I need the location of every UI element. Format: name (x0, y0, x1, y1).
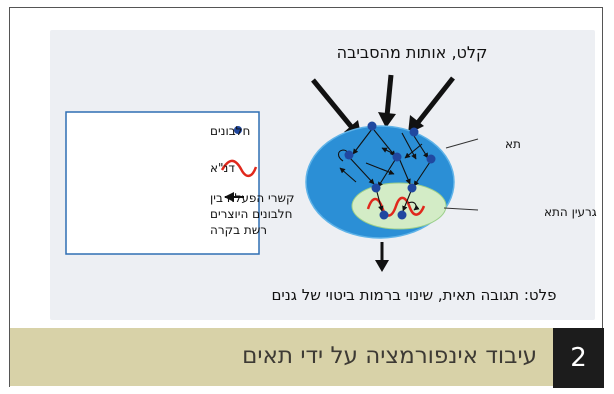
cell-signaling-diagram: קלט, אותות מהסביבה חלבונים דנ"א קשרי הפע… (50, 30, 597, 320)
figure-frame: קלט, אותות מהסביבה חלבונים דנ"א קשרי הפע… (9, 7, 604, 388)
caption-bar: עיבוד אינפורמציה על ידי תאים (10, 328, 553, 388)
legend-proteins-label: חלבונים (210, 124, 250, 138)
output-label: פלט: תגובה תאית, שינוי ברמות ביטוי של גנ… (271, 286, 556, 304)
legend-protein-dot (234, 126, 242, 134)
nucleus (351, 182, 447, 230)
cell-signaling-figure: קלט, אותות מהסביבה חלבונים דנ"א קשרי הפע… (10, 8, 604, 326)
legend-dna-squiggle (220, 159, 258, 178)
caption-divider (10, 386, 553, 388)
caption-footer: עיבוד אינפורמציה על ידי תאים 2 (10, 328, 604, 388)
legend-box (65, 111, 260, 255)
caption-number: 2 (570, 343, 587, 373)
caption-number-box: 2 (553, 328, 604, 388)
input-arrowhead-middle (378, 112, 396, 128)
legend-dna-label: דנ"א (210, 161, 235, 175)
nucleus-label: גרעין התא (544, 205, 597, 219)
input-label: קלט, אותות מהסביבה (337, 43, 488, 62)
cell-pointer-line (445, 138, 479, 149)
nucleus-pointer-line (443, 207, 479, 211)
nucleus-dna (366, 196, 426, 217)
output-arrow (375, 242, 389, 272)
input-arrows (311, 74, 455, 140)
caption-title: עיבוד אינפורמציה על ידי תאים (242, 343, 537, 369)
legend-interactions-line-1: קשרי הפעלה בין (210, 191, 295, 205)
legend-interactions-line-2: חלבונים היוצרים (210, 207, 292, 221)
cell-label: תא (505, 137, 521, 151)
proteins (344, 121, 436, 220)
protein-network (337, 128, 431, 212)
legend-interactions-line-3: רשת בקרה (210, 223, 267, 237)
